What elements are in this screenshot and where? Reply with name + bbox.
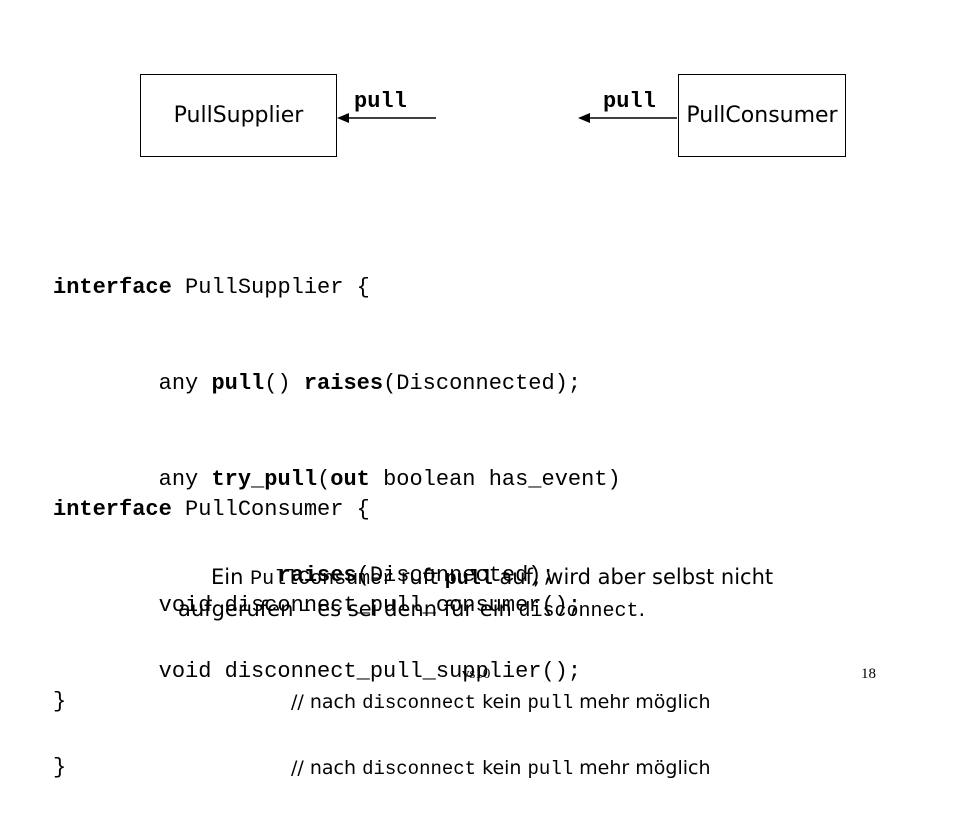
pullconsumer-label: PullConsumer [686, 103, 838, 128]
pullconsumer-interface-code: interface PullConsumer { void disconnect… [53, 430, 711, 750]
code-text: PullSupplier { [171, 275, 370, 300]
keyword: pull [211, 371, 265, 396]
code-line: any pull() raises(Disconnected); [53, 368, 621, 400]
code-text: () [264, 371, 304, 396]
note-text: aufgerufen – es sei denn für ein [178, 597, 519, 621]
pullsupplier-label: PullSupplier [173, 103, 304, 128]
keyword: interface [53, 497, 172, 522]
arrow-to-supplier-head [337, 113, 349, 123]
keyword: raises [277, 563, 357, 588]
code-text: any [53, 371, 212, 396]
keyword: interface [53, 275, 172, 300]
comment-text: mehr möglich [573, 757, 711, 779]
code-text: (Disconnected); [356, 563, 555, 588]
pullsupplier-box: PullSupplier [140, 74, 337, 157]
comment-text: mehr möglich [573, 691, 711, 713]
code-text: ( [317, 467, 331, 492]
note-code: PullConsumer [250, 568, 395, 591]
code-text: (Disconnected); [383, 371, 582, 396]
note-code: disconnect [518, 600, 639, 623]
footer-label: vs10 [462, 666, 491, 682]
arrow-label-pull-left: pull [354, 89, 407, 114]
code-line: any try_pull(out boolean has_event) [53, 464, 621, 496]
code-line: } // nach disconnect kein pull mehr mögli… [53, 686, 711, 718]
code-text: void disconnect_pull_consumer(); [53, 593, 582, 618]
arrow-label-pull-right: pull [603, 89, 656, 114]
keyword: try_pull [211, 467, 318, 492]
page-number: 18 [861, 666, 876, 682]
code-text: any [53, 467, 212, 492]
comment-code: pull [527, 692, 574, 714]
comment-text: // nach [291, 691, 363, 713]
comment-code: pull [527, 758, 574, 780]
note-code-bold: pull [444, 568, 493, 591]
comment-code: disconnect [362, 758, 477, 780]
comment-text: kein [476, 757, 528, 779]
note-text: auf, wird aber selbst nicht [492, 565, 774, 589]
comment-text: kein [476, 691, 528, 713]
note-line: Ein PullConsumer ruft pull auf, wird abe… [211, 560, 773, 597]
code-text: boolean has_event) [369, 467, 621, 492]
comment-code: disconnect [362, 692, 477, 714]
code-line: void disconnect_pull_supplier(); [53, 656, 621, 688]
code-text: void disconnect_pull_supplier(); [53, 659, 582, 684]
code-comment: // nach disconnect kein pull mehr möglic… [291, 752, 711, 785]
keyword: out [330, 467, 370, 492]
code-line: raises(Disconnected); [53, 560, 621, 592]
closing-brace: } [53, 755, 67, 780]
closing-brace: } [53, 689, 67, 714]
note-text: ruft [394, 565, 445, 589]
keyword: raises [303, 371, 384, 396]
pullconsumer-box: PullConsumer [678, 74, 846, 157]
code-line: void disconnect_pull_consumer(); [53, 590, 581, 622]
code-line: interface PullSupplier { [53, 272, 621, 304]
note-line: aufgerufen – es sei denn für ein disconn… [178, 592, 645, 629]
code-line: } // nach disconnect kein pull mehr mögli… [53, 752, 711, 784]
comment-text: // nach [291, 757, 363, 779]
arrow-to-consumer-head [578, 113, 590, 123]
code-text: PullConsumer { [171, 497, 370, 522]
note-text: . [638, 597, 646, 621]
code-line: interface PullConsumer { [53, 494, 581, 526]
diagram-arrows [337, 113, 677, 123]
code-comment: // nach disconnect kein pull mehr möglic… [291, 686, 711, 719]
note-text: Ein [211, 565, 251, 589]
